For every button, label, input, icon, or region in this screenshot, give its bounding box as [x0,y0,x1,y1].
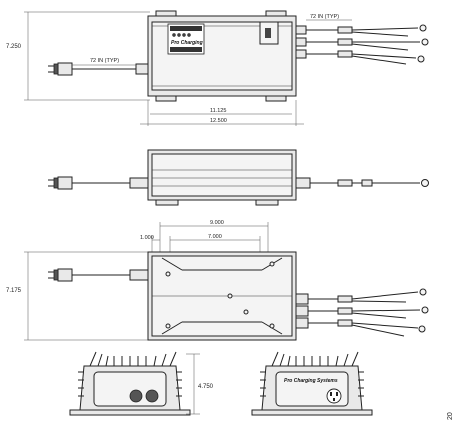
mounting-hole-icon [269,261,275,267]
side-view [48,149,429,206]
output-connector-side [337,179,353,187]
top-output-cable-dim: 72 IN (TYP) [310,14,339,20]
ring-terminal-icon [418,325,426,333]
end-height-dim: 4.750 [198,384,214,390]
hole-offset-dim: 1.000 [140,235,154,241]
ac-plug-icon [48,176,73,190]
end-view-output: Pro Charging Systems [251,351,373,416]
input-gland-side [129,177,149,189]
ring-terminal-icon [419,288,427,296]
led-indicator-icon [187,33,191,37]
foot-right-side [255,199,279,206]
led-indicator-icon [172,33,176,37]
status-window-icon [265,28,271,38]
end-logo-text: Pro Charging Systems [284,378,338,384]
output-glands-top [295,25,307,59]
top-view: 7.250 Pro Charging [6,10,429,126]
mounting-height-dim: 7.175 [6,288,22,294]
ac-inlet-icon [145,389,159,403]
foot-bottom-left-top [155,95,177,102]
ac-plug-icon [48,268,73,282]
foot-left-side [155,199,179,206]
hole-span-outer-dim: 9.000 [210,220,224,226]
mounting-hole-icon [227,293,233,299]
foot-bottom-right-top [265,95,287,102]
label-footer-bar [170,47,202,52]
hole-span-inner-dim: 7.000 [208,234,222,240]
input-gland-bottom [129,269,149,281]
ring-terminal-icon [417,55,425,63]
side-fins-left [78,371,182,397]
heatsink-fins-left [89,351,177,367]
mounting-hole-icon [165,323,171,329]
charger-side-panel [151,153,293,197]
mounting-hole-icon [165,271,171,277]
mounting-hole-icon [269,323,275,329]
page-number: 20 [447,412,454,420]
foot-top-right-top [265,10,287,17]
output-cables-bottom [308,288,429,337]
top-input-cable-dim: 72 IN (TYP) [90,58,119,64]
ring-terminal-icon [421,306,429,314]
side-fins-right [260,371,364,397]
output-cables-top [306,24,429,65]
ac-plug-icon [48,62,73,76]
mounting-view: 1.000 9.000 7.000 7.175 [6,220,429,341]
label-logo-text: Pro Charging [171,40,203,46]
output-gland-side [295,177,311,189]
end-view-input: 4.750 [69,351,214,416]
mounting-hole-icon [243,309,249,315]
label-header-bar [170,26,202,31]
output-glands-bottom [295,293,309,329]
ring-terminal-icon [419,24,427,32]
top-height-dim: 7.250 [6,44,22,50]
top-inner-width-dim: 11.125 [210,108,226,114]
ac-inlet-icon [129,389,143,403]
input-gland-top [135,63,149,75]
heatsink-fins-right [271,351,359,367]
ring-terminal-icon [421,38,429,46]
foot-top-left-top [155,10,177,17]
mount-flange-right [251,409,373,416]
led-indicator-icon [177,33,181,37]
ring-terminal-icon [421,179,429,187]
mount-flange-left [69,409,191,416]
top-total-width-dim: 12.500 [210,118,227,124]
led-indicator-icon [182,33,186,37]
